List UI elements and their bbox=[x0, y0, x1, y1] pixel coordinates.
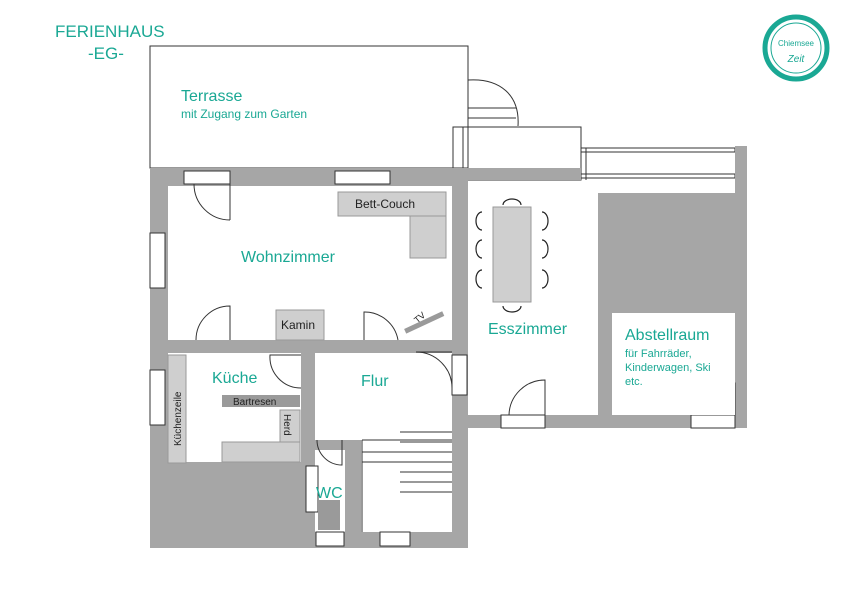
staircase bbox=[361, 431, 452, 532]
terrace-outline bbox=[149, 45, 469, 169]
kitchen-label: Küche bbox=[212, 370, 257, 387]
doors bbox=[193, 183, 736, 466]
couch-label: Bett-Couch bbox=[355, 197, 415, 211]
fireplace bbox=[275, 309, 325, 341]
dining-table bbox=[492, 206, 532, 303]
terrace-title: Terrasse bbox=[181, 88, 242, 105]
living-room-label: Wohnzimmer bbox=[241, 249, 336, 266]
stove bbox=[221, 409, 301, 463]
kitchen-row-label: Küchenzeile bbox=[173, 391, 184, 446]
plan-title-line2: -EG- bbox=[88, 44, 124, 63]
dining-room-label: Esszimmer bbox=[488, 321, 568, 338]
bar-label: Bartresen bbox=[233, 397, 276, 408]
storage-sub-1: für Fahrräder, bbox=[625, 348, 692, 360]
logo-text-main: Zeit bbox=[787, 54, 806, 65]
stove-label: Herd bbox=[281, 414, 292, 436]
kitchen-row bbox=[167, 354, 187, 464]
storage-room bbox=[612, 313, 735, 415]
wc-label: WC bbox=[316, 485, 343, 502]
chiemsee-zeit-logo: Chiemsee Zeit bbox=[762, 14, 830, 82]
bar-counter bbox=[222, 395, 300, 407]
storage-title: Abstellraum bbox=[625, 327, 709, 344]
terrace-steps bbox=[452, 79, 736, 181]
tv bbox=[404, 311, 445, 334]
storage-sub-3: etc. bbox=[625, 376, 643, 388]
storage-sub-2: Kinderwagen, Ski bbox=[625, 362, 711, 374]
fireplace-label: Kamin bbox=[281, 318, 315, 332]
plan-title-line1: FERIENHAUS bbox=[55, 22, 165, 41]
terrace-subtitle: mit Zugang zum Garten bbox=[181, 107, 307, 121]
logo-text-top: Chiemsee bbox=[778, 39, 815, 48]
toilet bbox=[318, 500, 340, 530]
dining-chairs bbox=[475, 198, 549, 313]
hall-label: Flur bbox=[361, 373, 389, 390]
bett-couch bbox=[337, 191, 447, 259]
windows bbox=[149, 170, 736, 547]
